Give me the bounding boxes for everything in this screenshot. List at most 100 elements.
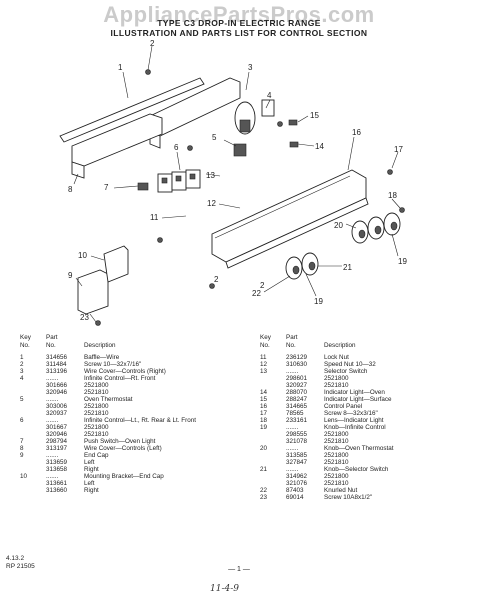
part-number: 321078 [286,438,308,445]
key-number: 19 [260,424,268,431]
callout-1: 1 [118,63,123,72]
key-number: 2 [20,361,24,368]
callout-20: 20 [334,221,343,230]
callout-labels: 1 2 3 4 5 6 7 8 9 10 11 12 13 14 15 16 1… [68,39,407,322]
part-number: 313585 [286,452,308,459]
parts-row: 20.......Knob—Oven Thermostat [256,445,468,452]
part-number: 311484 [46,361,67,368]
part-description: 2521800 [324,452,349,459]
parts-row: 313661 Left [16,480,238,487]
callout-17: 17 [394,145,403,154]
parts-row: 303006 2521800 [16,403,238,410]
parts-row: 5.......Oven Thermostat [16,396,238,403]
page-number: — 1 — [228,566,250,573]
header-part-no: Part No. [286,334,298,349]
part-description: 2521800 [324,473,349,480]
part-description: Oven Thermostat [84,396,133,403]
callout-13: 13 [206,171,215,180]
callout-11: 11 [150,213,159,222]
part-number: 313661 [46,480,68,487]
parts-row: 321076 2521810 [256,480,468,487]
part-number: 313197 [46,445,68,452]
part-number: 313660 [46,487,68,494]
part-description: 2521800 [84,403,109,410]
part-description: Mounting Bracket—End Cap [84,473,164,480]
part-description: Infinite Control—Rt. Front [84,375,156,382]
parts-row: 314962 2521800 [256,473,468,480]
callout-2-bottom: 2 [214,275,219,284]
handwritten-note: 11-4-9 [210,584,239,594]
part-number: ....... [46,375,59,382]
exploded-parts-diagram: 1 2 3 4 5 6 7 8 9 10 11 12 13 14 15 16 1… [59,39,407,326]
indicator-light-oven-part [289,141,299,148]
part-number: 313196 [46,368,68,375]
part-number: 320946 [46,389,68,396]
part-description: Lens—Indicator Light [324,417,384,424]
key-number: 7 [20,438,24,445]
part-description: Screw 8—32x3/16" [324,410,378,417]
part-description: 2521810 [324,382,349,389]
part-number: 298601 [286,375,308,382]
part-description: Knob—Selector Switch [324,466,389,473]
key-number: 21 [260,466,268,473]
part-number: 314962 [286,473,308,480]
part-description: Lock Nut [324,354,349,361]
callout-16: 16 [352,128,361,137]
part-description: Left [84,459,95,466]
mounting-bracket-part [103,245,129,283]
key-number: 14 [260,389,268,396]
part-number: ....... [46,452,59,459]
control-panel-part [211,169,369,269]
header-key-no: Key No. [20,334,31,349]
key-number: 20 [260,445,268,452]
callout-2-right: 2 [260,281,265,290]
part-description: Infinite Control—Lt., Rt. Rear & Lt. Fro… [84,417,196,424]
page-title: TYPE C3 DROP-IN ELECTRIC RANGE [157,18,321,28]
callout-5: 5 [212,133,217,142]
part-description: Knurled Nut [324,487,358,494]
part-number: 320927 [286,382,308,389]
parts-row: 298555 2521800 [256,431,468,438]
left-wire-cover-part [71,113,163,179]
part-description: 2521810 [84,410,109,417]
key-number: 15 [260,396,268,403]
parts-row: 298601 2521800 [256,375,468,382]
part-description: 2521810 [84,389,109,396]
callout-2: 2 [150,39,155,48]
part-number: 298794 [46,438,68,445]
key-number: 3 [20,368,24,375]
callout-22: 22 [252,289,261,298]
part-number: 298555 [286,431,308,438]
callout-18: 18 [388,191,397,200]
part-number: 327847 [286,459,308,466]
part-description: 2521810 [84,431,109,438]
parts-row: 6.......Infinite Control—Lt., Rt. Rear &… [16,417,238,424]
part-description: 2521810 [324,438,349,445]
callout-21: 21 [343,263,352,272]
part-description: Indicator Light—Oven [324,389,385,396]
infinite-control-right-front-part [234,99,275,135]
key-number: 23 [260,494,268,501]
knob-cluster-right-part [351,212,401,244]
part-description: Selector Switch [324,368,368,375]
key-number: 13 [260,368,268,375]
part-description: Baffle—Wire [84,354,120,361]
part-number: 87403 [286,487,304,494]
part-number: ....... [286,445,299,452]
part-number: 233161 [286,417,308,424]
part-number: 313659 [46,459,68,466]
parts-row: 13.......Selector Switch [256,368,468,375]
parts-row: 320946 2521810 [16,431,238,438]
oven-thermostat-part [233,143,247,157]
part-number: 69014 [286,494,304,501]
key-number: 11 [260,354,267,361]
right-wire-cover-part [149,77,241,149]
part-description: Knob—Infinite Control [324,424,386,431]
key-number: 10 [20,473,28,480]
parts-row: 313585 2521800 [256,452,468,459]
